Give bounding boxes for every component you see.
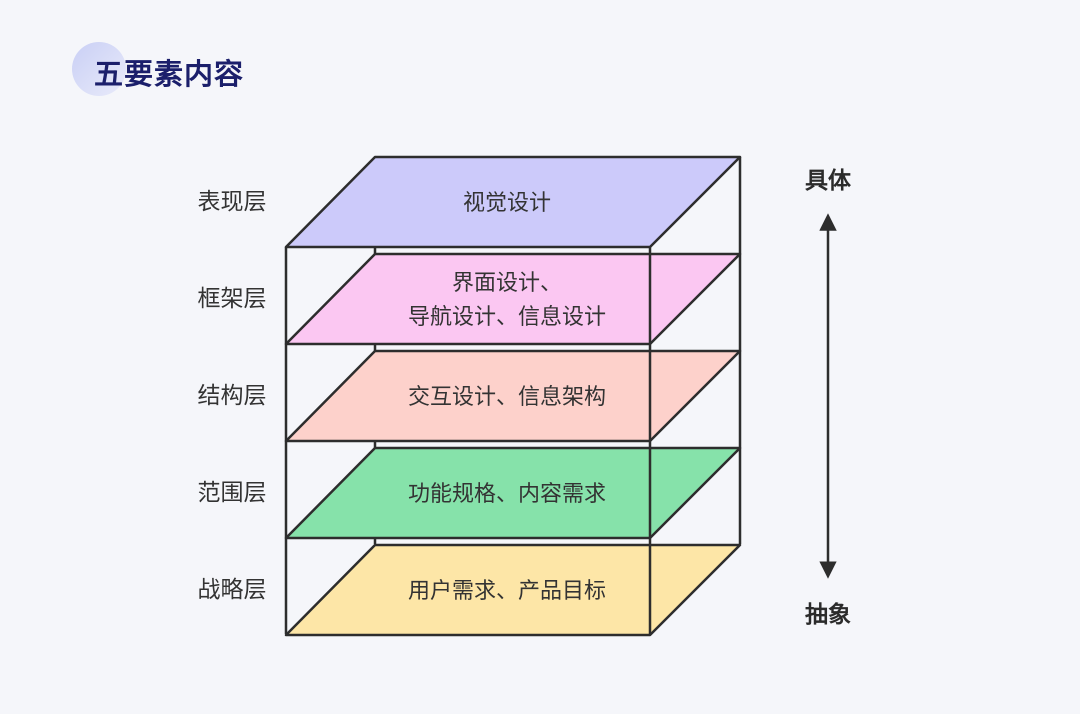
axis-bottom-label: 抽象 (805, 601, 851, 628)
layer-planes: 用户需求、产品目标功能规格、内容需求交互设计、信息架构界面设计、导航设计、信息设… (284, 155, 742, 637)
title-decoration-circle (72, 42, 126, 96)
plane-text-strategy: 用户需求、产品目标 (408, 579, 606, 604)
layer-label-scope: 范围层 (198, 480, 267, 506)
layer-labels: 战略层 范围层 结构层 框架层 表现层 (198, 189, 267, 603)
plane-text-framework: 导航设计、信息设计 (408, 305, 606, 330)
plane-text-scope: 功能规格、内容需求 (408, 482, 606, 507)
plane-framework (284, 252, 742, 346)
plane-text-framework: 界面设计、 (452, 271, 562, 296)
layer-label-strategy: 战略层 (198, 577, 267, 603)
layer-label-presentation: 表现层 (198, 189, 267, 215)
page-title: 五要素内容 (94, 57, 245, 91)
layer-label-framework: 框架层 (198, 286, 267, 312)
plane-strategy (284, 543, 742, 637)
plane-text-structure: 交互设计、信息架构 (408, 385, 606, 410)
layer-label-structure: 结构层 (198, 383, 267, 409)
plane-text-presentation: 视觉设计 (463, 191, 551, 216)
axis-top-label: 具体 (805, 168, 852, 194)
